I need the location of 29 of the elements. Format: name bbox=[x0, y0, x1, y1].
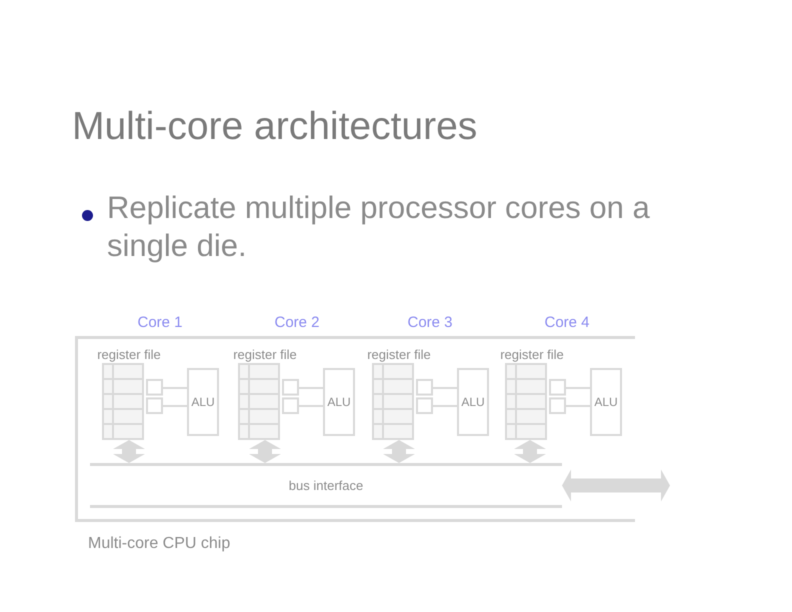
chip-caption: Multi-core CPU chip bbox=[88, 534, 230, 553]
connector-line bbox=[299, 387, 323, 389]
connector-line bbox=[433, 387, 457, 389]
double-arrow bbox=[383, 440, 415, 463]
slide-title: Multi-core architectures bbox=[72, 104, 478, 149]
double-arrow bbox=[249, 440, 281, 463]
alu-block: ALU bbox=[457, 368, 489, 436]
bullet-text: Replicate multiple processor cores on a single die. bbox=[107, 189, 651, 265]
register-file-label: register file bbox=[233, 347, 297, 362]
double-arrow bbox=[562, 470, 670, 502]
alu-block: ALU bbox=[323, 368, 355, 436]
connector-line bbox=[433, 405, 457, 407]
core-label: Core 1 bbox=[137, 314, 183, 332]
core-label: Core 2 bbox=[274, 314, 320, 332]
connector-line bbox=[566, 387, 590, 389]
double-arrow bbox=[113, 440, 145, 463]
connector-line bbox=[163, 387, 187, 389]
connector-line bbox=[566, 405, 590, 407]
connector-line bbox=[299, 405, 323, 407]
bus-interface-band: bus interface bbox=[90, 463, 562, 508]
register-file-label: register file bbox=[97, 347, 161, 362]
register-file-label: register file bbox=[500, 347, 564, 362]
alu-block: ALU bbox=[590, 368, 622, 436]
register-file-label: register file bbox=[367, 347, 431, 362]
core-label: Core 3 bbox=[407, 314, 453, 332]
connector-line bbox=[163, 405, 187, 407]
double-arrow bbox=[514, 440, 546, 463]
alu-block: ALU bbox=[187, 368, 219, 436]
core-label: Core 4 bbox=[544, 314, 590, 332]
